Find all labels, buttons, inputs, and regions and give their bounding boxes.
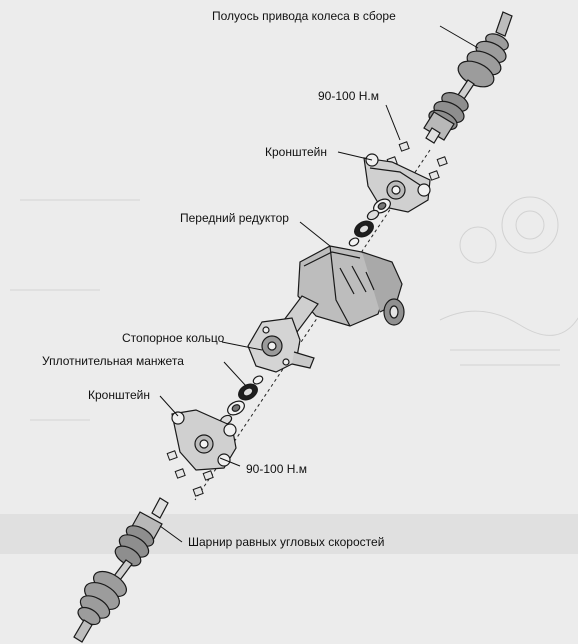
label-oil-seal: Уплотнительная манжета: [42, 354, 184, 368]
front-differential: [247, 245, 405, 373]
label-torque-bottom: 90-100 Н.м: [246, 462, 307, 476]
label-bracket-top: Кронштейн: [265, 145, 327, 159]
label-bracket-bottom: Кронштейн: [88, 388, 150, 402]
leader-lines: [159, 25, 479, 543]
top-axle-shaft: [423, 11, 513, 144]
label-torque-top: 90-100 Н.м: [318, 89, 379, 103]
label-retaining-ring: Стопорное кольцо: [122, 331, 225, 345]
axis-centerline: [194, 149, 431, 501]
bottom-bolts: [166, 450, 214, 497]
bottom-cv-joint: [73, 497, 169, 643]
top-seals: [348, 198, 391, 247]
background-sketch: [10, 196, 578, 421]
lower-seals: [219, 375, 264, 426]
label-front-differential: Передний редуктор: [180, 211, 289, 225]
label-cv-joint: Шарнир равных угловых скоростей: [188, 535, 385, 549]
label-axle-shaft-assembly: Полуось привода колеса в сборе: [212, 9, 396, 23]
scan-band: [0, 514, 578, 554]
bottom-bracket: [171, 409, 237, 471]
top-bracket: [363, 153, 431, 213]
